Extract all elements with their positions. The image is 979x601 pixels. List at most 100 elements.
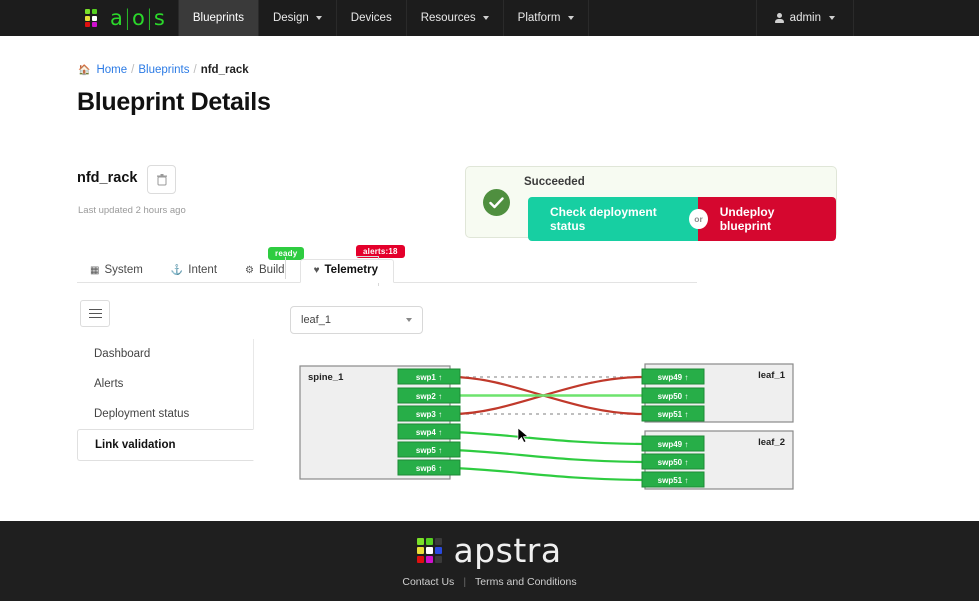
nav-item-resources[interactable]: Resources	[407, 0, 504, 36]
heart-pulse-icon: ♥	[313, 264, 320, 276]
chevron-down-icon	[315, 16, 322, 20]
tab-telemetry[interactable]: ♥ Telemetry	[299, 259, 394, 283]
top-navigation-bar: a|o|s Blueprints Design Devices Resource…	[0, 0, 979, 36]
aos-brand-logo[interactable]: a|o|s	[85, 0, 178, 36]
aos-separator-2: |	[145, 5, 154, 30]
topology-node-leaf_1-label: leaf_1	[758, 370, 786, 381]
user-menu-label: admin	[789, 12, 821, 24]
topology-port-leaf_1-swp51[interactable]: swp51 ↑	[641, 405, 705, 422]
topology-port-label: swp49 ↑	[658, 373, 689, 382]
telemetry-submenu: Dashboard Alerts Deployment status Link …	[77, 339, 254, 461]
breadcrumb-blueprints[interactable]: Blueprints	[138, 64, 190, 76]
link-validation-topology[interactable]: spine_1 leaf_1 leaf_2 swp1 ↑	[297, 361, 797, 506]
topology-port-leaf_2-swp51[interactable]: swp51 ↑	[641, 471, 705, 488]
check-deployment-status-label: Check deployment status	[550, 205, 657, 233]
anchor-icon: ⚓	[170, 264, 184, 276]
nav-item-devices[interactable]: Devices	[337, 0, 407, 36]
topology-port-spine_1-swp6[interactable]: swp6 ↑	[397, 459, 461, 476]
apstra-logo-grid-icon	[417, 538, 443, 563]
aos-letter-s: s	[153, 5, 166, 30]
tab-system-label: System	[104, 264, 143, 276]
tab-build[interactable]: ⚙ Build	[232, 260, 300, 282]
alert-title: Succeeded	[524, 176, 585, 188]
page-footer: apstra Contact Us | Terms and Conditions	[0, 521, 979, 601]
topology-port-spine_1-swp5[interactable]: swp5 ↑	[397, 441, 461, 458]
nav-item-blueprints-label: Blueprints	[192, 12, 244, 24]
alert-action-group: Check deployment status or Undeploy blue…	[528, 197, 836, 241]
nav-item-platform[interactable]: Platform	[504, 0, 589, 36]
page-title: Blueprint Details	[77, 88, 271, 116]
device-filter-value: leaf_1	[301, 314, 331, 326]
chevron-down-icon	[406, 318, 412, 322]
mouse-cursor	[517, 427, 529, 443]
grid-icon: ▦	[90, 264, 100, 276]
topology-port-spine_1-swp3[interactable]: swp3 ↑	[397, 405, 461, 422]
check-circle-icon	[483, 189, 510, 216]
undeploy-blueprint-label: Undeploy blueprint	[719, 205, 775, 233]
sidebar-item-link-validation-label: Link validation	[95, 439, 176, 451]
check-deployment-status-button[interactable]: Check deployment status	[528, 197, 700, 241]
topology-port-label: swp50 ↑	[658, 458, 689, 467]
user-menu[interactable]: admin	[755, 0, 854, 36]
nav-item-design[interactable]: Design	[259, 0, 337, 36]
topology-node-spine_1-label: spine_1	[308, 372, 344, 383]
sidebar-item-deployment-status-label: Deployment status	[94, 408, 190, 420]
nav-item-blueprints[interactable]: Blueprints	[177, 0, 259, 36]
topology-port-leaf_1-swp50[interactable]: swp50 ↑	[641, 387, 705, 404]
topology-node-leaf_2-label: leaf_2	[758, 437, 785, 448]
tab-intent[interactable]: ⚓ Intent	[158, 260, 232, 282]
sidebar-item-dashboard-label: Dashboard	[94, 348, 151, 360]
chevron-down-icon	[482, 16, 489, 20]
breadcrumb-separator: /	[131, 64, 135, 76]
hamburger-icon-line	[88, 312, 102, 315]
or-label: or	[694, 214, 703, 224]
topology-port-label: swp1 ↑	[416, 373, 442, 382]
topology-port-leaf_1-swp49[interactable]: swp49 ↑	[641, 368, 705, 385]
aos-logo-grid-icon	[85, 9, 103, 27]
topology-port-label: swp3 ↑	[416, 410, 442, 419]
nav-item-resources-label: Resources	[420, 12, 476, 24]
sidebar-toggle-button[interactable]	[80, 300, 110, 327]
topology-port-spine_1-swp4[interactable]: swp4 ↑	[397, 423, 461, 440]
footer-link-separator: |	[463, 576, 467, 588]
sidebar-item-alerts[interactable]: Alerts	[77, 369, 254, 399]
breadcrumb-separator: /	[193, 64, 197, 76]
undeploy-blueprint-button[interactable]: Undeploy blueprint	[697, 197, 836, 241]
footer-link-terms[interactable]: Terms and Conditions	[475, 576, 577, 588]
apstra-footer-logo: apstra	[417, 534, 561, 567]
tab-bar: ▦ System ⚓ Intent ⚙ Build ♥ Telemetry	[77, 257, 697, 283]
tab-system[interactable]: ▦ System	[77, 260, 158, 282]
status-badge-ready-label: ready	[275, 249, 298, 258]
sidebar-item-link-validation[interactable]: Link validation	[77, 429, 254, 461]
tab-build-label: Build	[259, 264, 285, 276]
topology-port-leaf_2-swp49[interactable]: swp49 ↑	[641, 435, 705, 452]
status-badge-alerts-label: alerts:18	[363, 247, 398, 256]
topology-port-leaf_2-swp50[interactable]: swp50 ↑	[641, 453, 705, 470]
home-icon[interactable]: 🏠	[78, 64, 91, 76]
badge-connector-ready	[285, 257, 286, 279]
status-badge-alerts[interactable]: alerts:18	[356, 245, 405, 258]
topology-port-label: swp49 ↑	[658, 440, 689, 449]
breadcrumb-current: nfd_rack	[200, 64, 249, 76]
footer-link-contact-us[interactable]: Contact Us	[402, 576, 455, 588]
blueprint-name: nfd_rack	[77, 170, 138, 186]
breadcrumb-home[interactable]: Home	[96, 64, 128, 76]
topology-link-swp5-swp50[interactable]	[451, 448, 643, 464]
tab-intent-label: Intent	[188, 264, 218, 276]
topology-port-label: swp51 ↑	[658, 476, 689, 485]
tab-telemetry-label: Telemetry	[324, 264, 378, 276]
apstra-wordmark: apstra	[453, 531, 562, 570]
topology-link-swp6-swp51[interactable]	[451, 466, 643, 482]
sidebar-item-deployment-status[interactable]: Deployment status	[77, 399, 254, 429]
topology-port-spine_1-swp2[interactable]: swp2 ↑	[397, 387, 461, 404]
delete-blueprint-button[interactable]	[147, 165, 176, 194]
topology-port-spine_1-swp1[interactable]: swp1 ↑	[397, 368, 461, 385]
device-filter-dropdown[interactable]: leaf_1	[290, 306, 423, 334]
topology-port-label: swp6 ↑	[416, 464, 442, 473]
topology-link-swp4-swp49[interactable]	[451, 430, 643, 446]
sidebar-item-alerts-label: Alerts	[94, 378, 124, 390]
main-content: 🏠 Home / Blueprints / nfd_rack Blueprint…	[0, 36, 979, 521]
nav-menu: Blueprints Design Devices Resources Plat…	[177, 0, 589, 36]
sidebar-item-dashboard[interactable]: Dashboard	[77, 339, 254, 369]
